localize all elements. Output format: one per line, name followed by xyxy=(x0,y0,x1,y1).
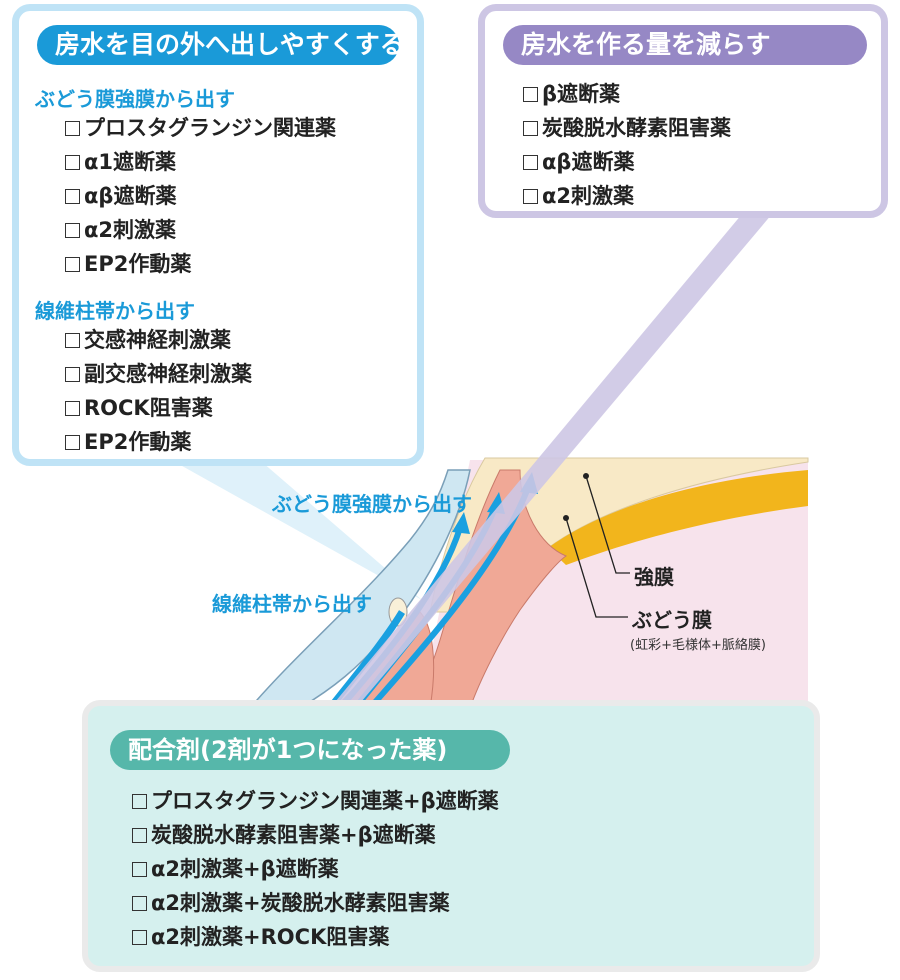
sclera-leader-line xyxy=(585,475,630,574)
checklist-item-label: α1遮断薬 xyxy=(84,150,177,174)
arrowhead-1 xyxy=(452,512,470,534)
checkbox[interactable] xyxy=(65,333,80,348)
checkbox[interactable] xyxy=(65,435,80,450)
checklist-item-label: β遮断薬 xyxy=(542,82,621,106)
checklist-item[interactable]: プロスタグランジン関連薬 xyxy=(65,117,336,139)
checklist-item-label: α2刺激薬+炭酸脱水酵素阻害薬 xyxy=(151,891,450,915)
checkbox[interactable] xyxy=(132,828,147,843)
checklist-item-label: αβ遮断薬 xyxy=(84,184,177,208)
checklist-item-label: α2刺激薬 xyxy=(542,184,635,208)
checklist-item[interactable]: α1遮断薬 xyxy=(65,151,176,173)
trabecular-outflow-label: 線維柱帯から出す xyxy=(212,592,372,616)
checklist-item[interactable]: 炭酸脱水酵素阻害薬 xyxy=(523,117,731,139)
uveoscleral-heading: ぶどう膜強膜から出す xyxy=(35,87,235,111)
checklist-item-label: プロスタグランジン関連薬 xyxy=(84,116,336,140)
production-panel-title: 房水を作る量を減らす xyxy=(503,25,867,65)
checkbox[interactable] xyxy=(132,862,147,877)
combination-drugs-panel: 配合剤(2剤が1つになった薬) プロスタグランジン関連薬+β遮断薬 炭酸脱水酵素… xyxy=(82,700,820,972)
checkbox[interactable] xyxy=(65,155,80,170)
checklist-item-label: 炭酸脱水酵素阻害薬 xyxy=(542,116,731,140)
uveoscleral-outflow-label: ぶどう膜強膜から出す xyxy=(272,492,472,516)
outflow-drugs-panel: 房水を目の外へ出しやすくする ぶどう膜強膜から出す プロスタグランジン関連薬 α… xyxy=(12,4,424,466)
sclera-label: 強膜 xyxy=(634,565,674,589)
checkbox[interactable] xyxy=(65,257,80,272)
checklist-item-label: α2刺激薬+ROCK阻害薬 xyxy=(151,925,390,949)
combination-panel-title: 配合剤(2剤が1つになった薬) xyxy=(110,730,510,770)
checklist-item[interactable]: プロスタグランジン関連薬+β遮断薬 xyxy=(132,790,499,812)
checklist-item[interactable]: EP2作動薬 xyxy=(65,253,191,275)
checklist-item-label: ROCK阻害薬 xyxy=(84,396,213,420)
production-drugs-panel: 房水を作る量を減らす β遮断薬 炭酸脱水酵素阻害薬 αβ遮断薬 α2刺激薬 xyxy=(478,4,888,218)
uvea-leader-line xyxy=(565,517,628,618)
production-callout-connector xyxy=(330,214,772,708)
trabecular-heading: 線維柱帯から出す xyxy=(35,299,195,323)
checklist-item-label: 副交感神経刺激薬 xyxy=(84,362,252,386)
checkbox[interactable] xyxy=(65,223,80,238)
checkbox[interactable] xyxy=(523,87,538,102)
checklist-item[interactable]: 副交感神経刺激薬 xyxy=(65,363,252,385)
checklist-item-label: α2刺激薬 xyxy=(84,218,177,242)
checklist-item[interactable]: 炭酸脱水酵素阻害薬+β遮断薬 xyxy=(132,824,436,846)
checklist-item-label: EP2作動薬 xyxy=(84,252,192,276)
checkbox[interactable] xyxy=(65,401,80,416)
checkbox[interactable] xyxy=(132,930,147,945)
checklist-item[interactable]: α2刺激薬 xyxy=(65,219,176,241)
checklist-item[interactable]: EP2作動薬 xyxy=(65,431,191,453)
checkbox[interactable] xyxy=(132,896,147,911)
checklist-item-label: EP2作動薬 xyxy=(84,430,192,454)
trabecular-outflow-arrow xyxy=(327,610,405,711)
checklist-item[interactable]: αβ遮断薬 xyxy=(65,185,176,207)
checklist-item[interactable]: α2刺激薬+炭酸脱水酵素阻害薬 xyxy=(132,892,450,914)
checkbox[interactable] xyxy=(65,367,80,382)
checkbox[interactable] xyxy=(65,189,80,204)
outflow-panel-title: 房水を目の外へ出しやすくする xyxy=(37,25,405,65)
checklist-item[interactable]: ROCK阻害薬 xyxy=(65,397,213,419)
checklist-item[interactable]: β遮断薬 xyxy=(523,83,620,105)
checkbox[interactable] xyxy=(132,794,147,809)
checklist-item-label: プロスタグランジン関連薬+β遮断薬 xyxy=(151,789,499,813)
checkbox[interactable] xyxy=(523,189,538,204)
checklist-item[interactable]: αβ遮断薬 xyxy=(523,151,634,173)
checkbox[interactable] xyxy=(523,155,538,170)
checklist-item-label: 交感神経刺激薬 xyxy=(84,328,231,352)
checklist-item-label: 炭酸脱水酵素阻害薬+β遮断薬 xyxy=(151,823,436,847)
checkbox[interactable] xyxy=(65,121,80,136)
uvea-label: ぶどう膜 xyxy=(632,608,712,632)
checklist-item[interactable]: 交感神経刺激薬 xyxy=(65,329,231,351)
checklist-item[interactable]: α2刺激薬+ROCK阻害薬 xyxy=(132,926,389,948)
outflow-callout-connector xyxy=(175,462,422,600)
checklist-item-label: α2刺激薬+β遮断薬 xyxy=(151,857,339,881)
choroid-band xyxy=(548,470,808,565)
checklist-item[interactable]: α2刺激薬 xyxy=(523,185,634,207)
checklist-item-label: αβ遮断薬 xyxy=(542,150,635,174)
checklist-item[interactable]: α2刺激薬+β遮断薬 xyxy=(132,858,339,880)
checkbox[interactable] xyxy=(523,121,538,136)
uvea-detail-label: (虹彩+毛様体+脈絡膜) xyxy=(630,638,766,653)
